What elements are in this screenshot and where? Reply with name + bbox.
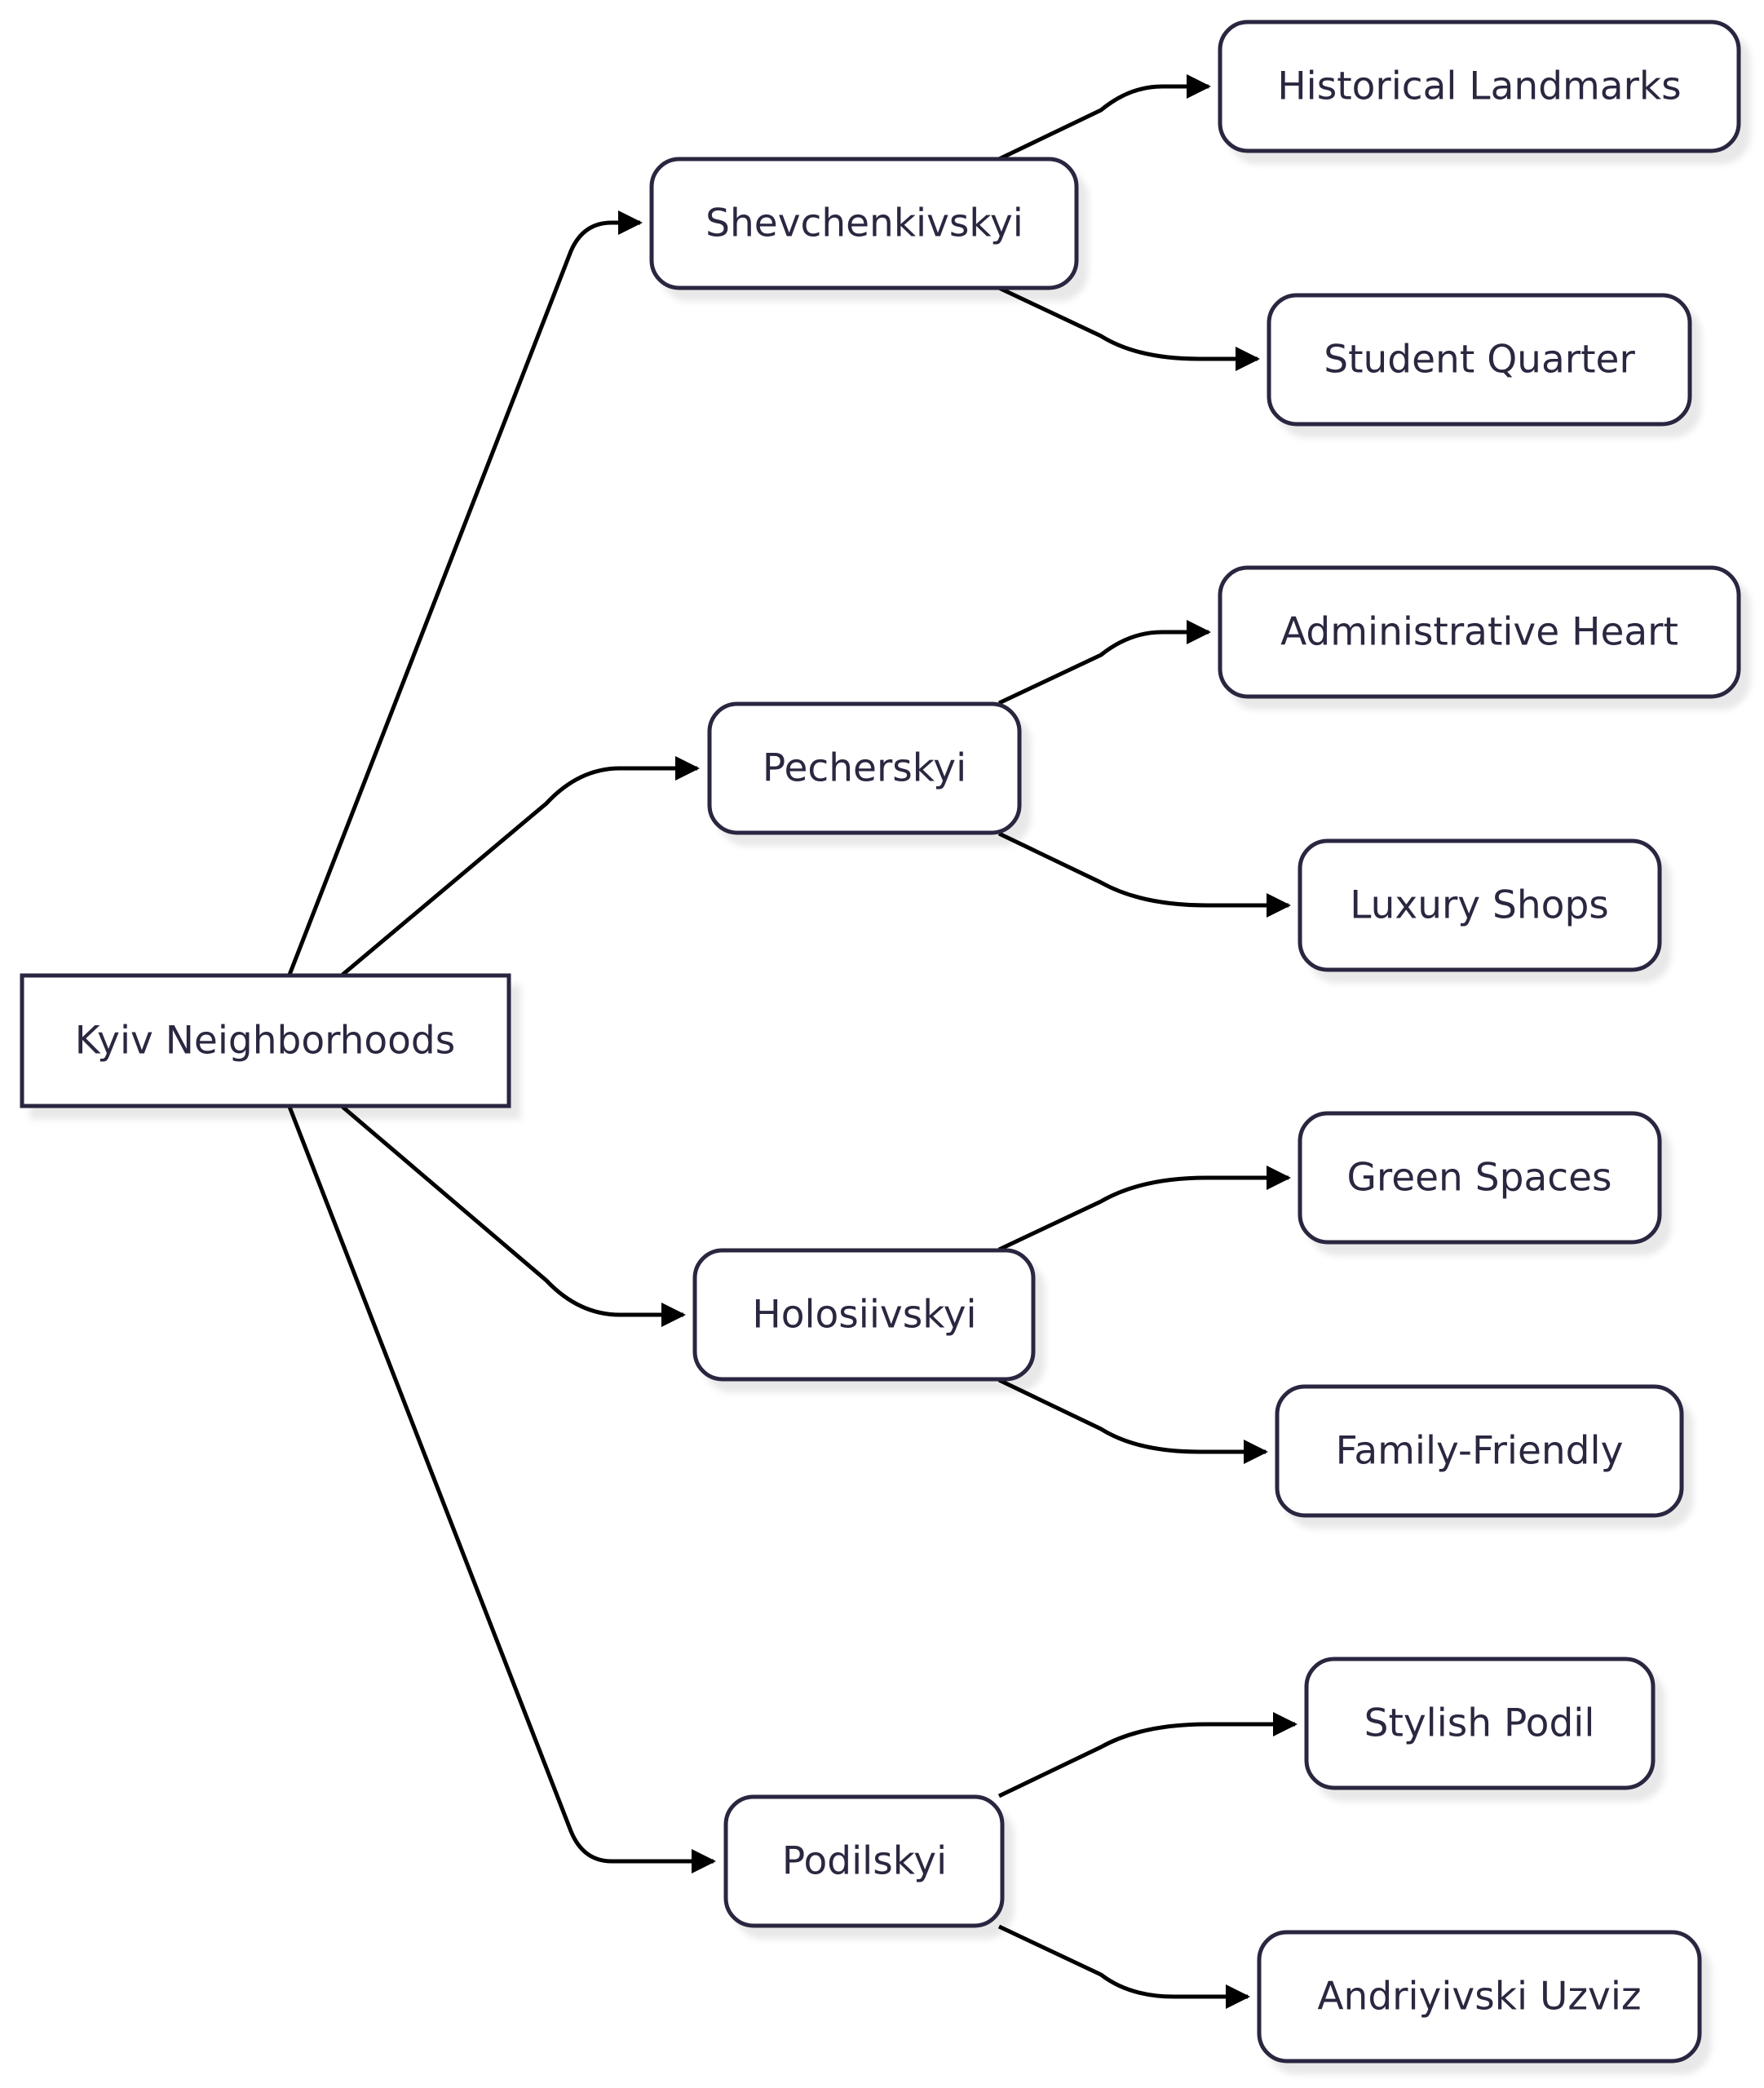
node-stylish-podil-box (1304, 1657, 1656, 1790)
node-root-box (20, 973, 511, 1108)
node-family-friendly[interactable]: Family-Friendly (1275, 1384, 1684, 1518)
node-student-quarter[interactable]: Student Quarter (1267, 293, 1692, 427)
node-shevchenkivskyi[interactable]: Shevchenkivskyi (649, 157, 1079, 290)
edge-root-shevchenkivskyi (287, 210, 643, 975)
edge-holosiivskyi-green-spaces (997, 1166, 1291, 1252)
node-historical-landmarks[interactable]: Historical Landmarks (1218, 20, 1741, 153)
node-andriyivski-uzviz-label: Andriyivski Uzviz (1317, 1975, 1641, 2019)
edge-podilskyi-andriyivski-uzviz (997, 1924, 1250, 2009)
edge-pecherskyi-luxury-shops (997, 831, 1291, 918)
node-holosiivskyi[interactable]: Holosiivskyi (692, 1248, 1036, 1382)
edge-shevchenkivskyi-student-quarter (997, 285, 1260, 371)
node-pecherskyi[interactable]: Pecherskyi (707, 701, 1022, 835)
node-student-quarter-label: Student Quarter (1324, 338, 1635, 383)
edge-root-pecherskyi (341, 756, 700, 976)
node-podilskyi-box (723, 1794, 1005, 1928)
node-student-quarter-box (1267, 293, 1692, 427)
node-green-spaces-box (1298, 1111, 1662, 1245)
node-historical-landmarks-label: Historical Landmarks (1277, 64, 1681, 109)
edge-root-podilskyi (287, 1106, 716, 1873)
node-luxury-shops-box (1298, 838, 1662, 972)
node-stylish-podil-label: Stylish Podil (1364, 1701, 1595, 1746)
edge-holosiivskyi-family-friendly (997, 1378, 1268, 1464)
node-stylish-podil[interactable]: Stylish Podil (1304, 1657, 1656, 1790)
node-andriyivski-uzviz-box (1257, 1930, 1702, 2064)
node-administrative-heart-box (1218, 565, 1741, 699)
node-shevchenkivskyi-box (649, 157, 1079, 290)
edge-podilskyi-stylish-podil (997, 1712, 1298, 1798)
node-podilskyi-label: Podilskyi (782, 1839, 947, 1884)
node-pecherskyi-box (707, 701, 1022, 835)
edge-root-holosiivskyi (341, 1105, 686, 1327)
edges (287, 74, 1298, 2009)
node-root-label: Kyiv Neighborhoods (75, 1019, 456, 1064)
node-family-friendly-label: Family-Friendly (1336, 1429, 1624, 1474)
node-pecherskyi-label: Pecherskyi (763, 746, 966, 791)
node-administrative-heart[interactable]: Administrative Heart (1218, 565, 1741, 699)
edge-shevchenkivskyi-historical-landmarks (997, 74, 1211, 161)
node-root[interactable]: Kyiv Neighborhoods (20, 973, 511, 1108)
node-shevchenkivskyi-label: Shevchenkivskyi (705, 201, 1023, 246)
edge-pecherskyi-administrative-heart (997, 620, 1211, 706)
node-andriyivski-uzviz[interactable]: Andriyivski Uzviz (1257, 1930, 1702, 2064)
node-holosiivskyi-label: Holosiivskyi (752, 1293, 976, 1338)
node-holosiivskyi-box (692, 1248, 1036, 1382)
node-podilskyi[interactable]: Podilskyi (723, 1794, 1005, 1928)
node-luxury-shops-label: Luxury Shops (1350, 883, 1609, 928)
node-administrative-heart-label: Administrative Heart (1280, 610, 1678, 655)
node-historical-landmarks-box (1218, 20, 1741, 153)
node-green-spaces-label: Green Spaces (1347, 1156, 1612, 1201)
node-green-spaces[interactable]: Green Spaces (1298, 1111, 1662, 1245)
node-family-friendly-box (1275, 1384, 1684, 1518)
node-luxury-shops[interactable]: Luxury Shops (1298, 838, 1662, 972)
